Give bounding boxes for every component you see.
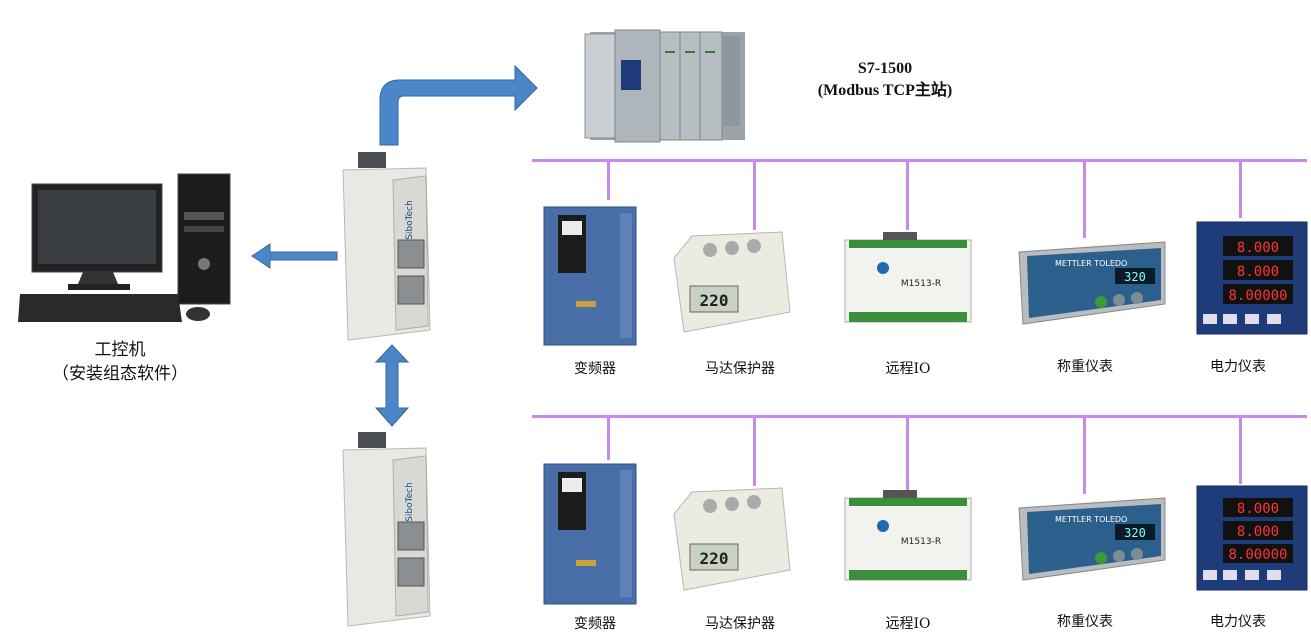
device-label-weighing-indicator: 称重仪表 xyxy=(1057,614,1113,630)
gateway-top-image: SiboTech xyxy=(342,152,431,341)
svg-text:8.000: 8.000 xyxy=(1237,264,1279,280)
device-label-motor-protector: 马达保护器 xyxy=(705,616,775,632)
bus-line-bottom xyxy=(532,415,1307,418)
svg-text:8.000: 8.000 xyxy=(1237,501,1279,517)
svg-text:METTLER TOLEDO: METTLER TOLEDO xyxy=(1055,515,1127,524)
bus-drop xyxy=(1083,416,1086,494)
vfd-image xyxy=(543,463,637,605)
bus-drop xyxy=(906,160,909,230)
device-label-power-meter: 电力仪表 xyxy=(1210,614,1266,630)
svg-text:220: 220 xyxy=(700,291,729,310)
plc-model: S7-1500 xyxy=(857,60,913,77)
bus-drop xyxy=(753,160,756,230)
remote-io-image: M1513-R xyxy=(844,490,972,581)
pc-name: 工控机 xyxy=(94,340,146,360)
bus-drop xyxy=(1239,160,1242,218)
power-meter-image: 8.000 8.000 8.00000 xyxy=(1196,485,1308,591)
pc-caption: 工控机 （安装组态软件） xyxy=(20,338,220,386)
device-label-vfd: 变频器 xyxy=(574,616,616,632)
svg-text:8.00000: 8.00000 xyxy=(1228,547,1287,563)
device-label-remote-io: 远程IO xyxy=(885,361,931,377)
vfd-image xyxy=(543,206,637,346)
svg-text:320: 320 xyxy=(1124,526,1146,540)
weighing-indicator-image: METTLER TOLEDO 320 xyxy=(1018,241,1166,325)
remote-io-image: M1513-R xyxy=(844,232,972,323)
svg-text:SiboTech: SiboTech xyxy=(405,200,415,240)
industrial-pc-image xyxy=(18,173,231,322)
plc-s7-1500-image xyxy=(584,29,745,143)
device-label-motor-protector: 马达保护器 xyxy=(705,361,775,377)
gateway-bottom-image: SiboTech xyxy=(342,432,431,627)
plc-role: (Modbus TCP主站) xyxy=(817,82,953,99)
svg-text:8.000: 8.000 xyxy=(1237,524,1279,540)
bus-line-top xyxy=(532,159,1307,162)
power-meter-image: 8.000 8.000 8.00000 xyxy=(1196,221,1308,335)
svg-text:SiboTech: SiboTech xyxy=(405,482,415,522)
pc-note: （安装组态软件） xyxy=(52,364,188,384)
device-label-vfd: 变频器 xyxy=(574,361,616,377)
svg-text:320: 320 xyxy=(1124,270,1146,284)
svg-text:220: 220 xyxy=(700,549,729,568)
bus-drop xyxy=(607,416,610,460)
bus-drop xyxy=(1239,416,1242,484)
plc-caption: S7-1500 (Modbus TCP主站) xyxy=(790,58,980,102)
motor-protector-image: 220 xyxy=(673,487,791,591)
svg-text:8.00000: 8.00000 xyxy=(1228,288,1287,304)
svg-text:8.000: 8.000 xyxy=(1237,240,1279,256)
svg-text:M1513-R: M1513-R xyxy=(901,537,941,547)
device-label-weighing-indicator: 称重仪表 xyxy=(1057,359,1113,375)
svg-text:M1513-R: M1513-R xyxy=(901,279,941,289)
device-label-power-meter: 电力仪表 xyxy=(1210,359,1266,375)
motor-protector-image: 220 xyxy=(673,231,791,333)
device-label-remote-io: 远程IO xyxy=(885,616,931,632)
bus-drop xyxy=(906,416,909,494)
bus-drop xyxy=(753,416,756,486)
weighing-indicator-image: METTLER TOLEDO 320 xyxy=(1018,497,1166,581)
bus-drop xyxy=(1083,160,1086,238)
bus-drop xyxy=(607,160,610,200)
svg-text:METTLER TOLEDO: METTLER TOLEDO xyxy=(1055,259,1127,268)
